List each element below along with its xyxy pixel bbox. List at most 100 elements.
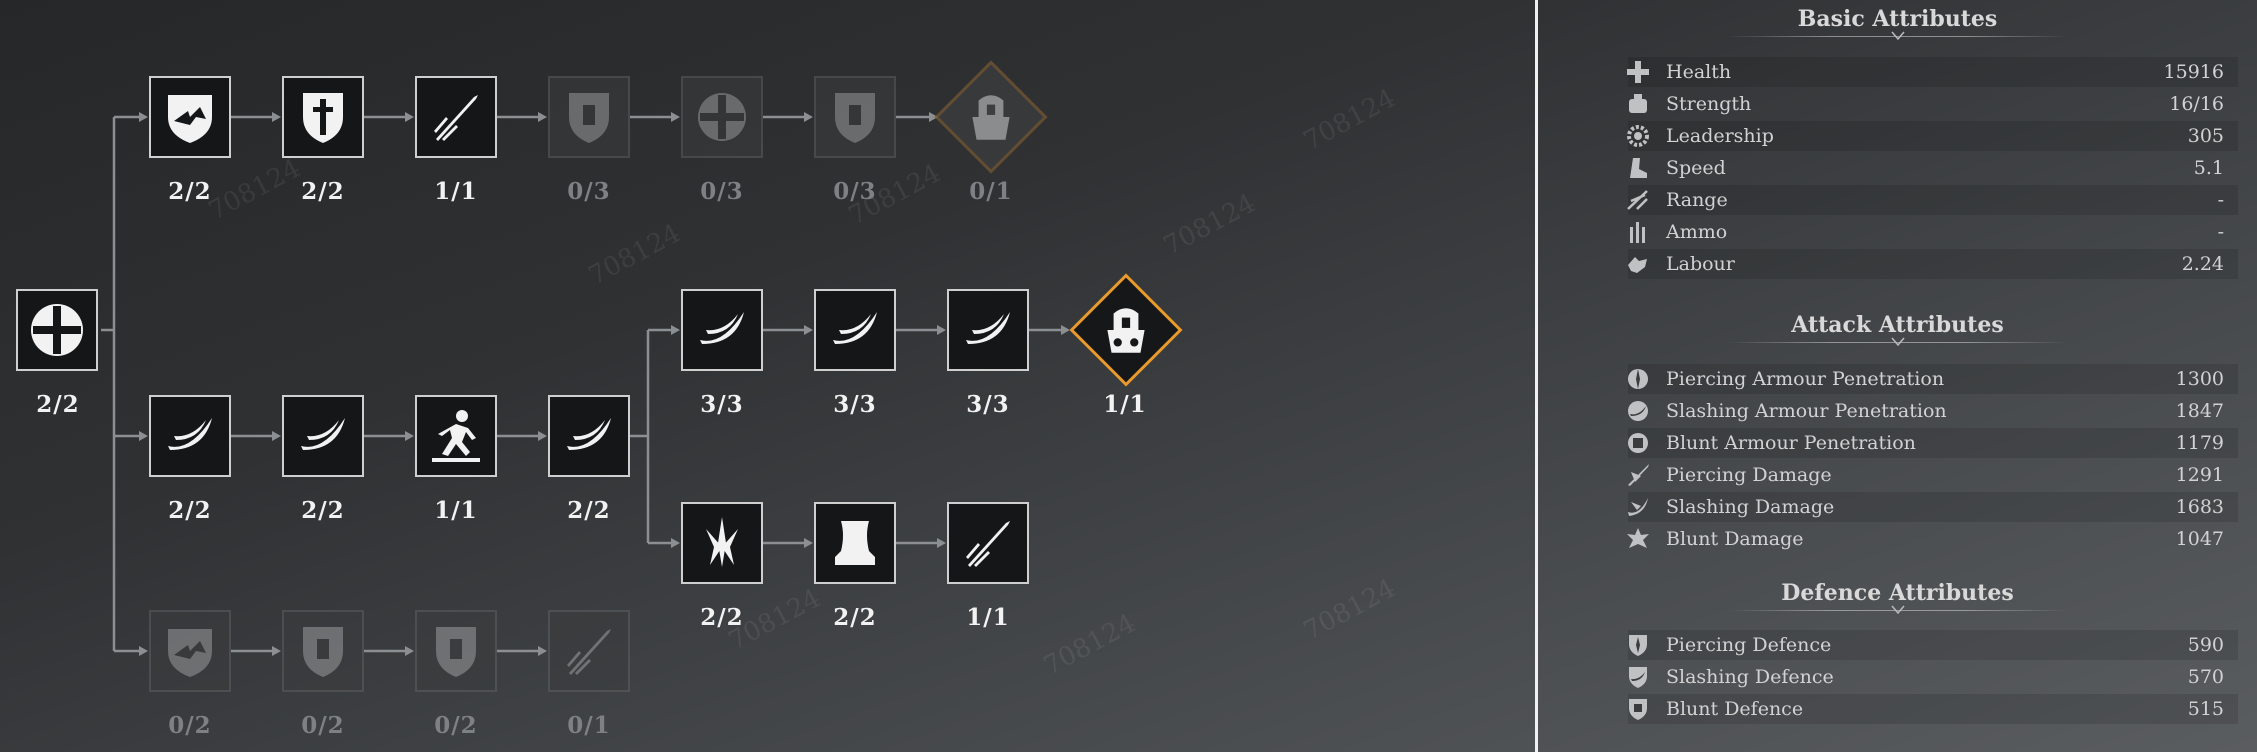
tower-shield-icon [303,627,343,677]
skill-node-mid-1[interactable] [149,395,231,477]
spear-thrust-icon [567,629,611,675]
slash-swoosh-icon [966,312,1010,344]
skill-node-bottom-4[interactable] [548,610,630,692]
cross-shield-icon [31,304,83,356]
skill-level: 0/3 [567,178,611,205]
skill-level: 2/2 [700,604,744,631]
anvil-icon [835,521,875,565]
slashing-penetration-icon [1620,396,1656,426]
attribute-label: Leadership [1666,125,1774,147]
attribute-value: 1179 [2175,432,2224,454]
skill-node-mid-4[interactable] [548,395,630,477]
attribute-row-piercing-penetration: Piercing Armour Penetration 1300 [1628,364,2238,394]
eagle-crest-shield-icon [168,95,212,143]
skill-level: 3/3 [966,391,1010,418]
sword-shield-icon [303,93,343,143]
skill-node-root[interactable] [16,289,98,371]
skill-node-top-2[interactable] [282,76,364,158]
attribute-row-blunt-penetration: Blunt Armour Penetration 1179 [1628,428,2238,458]
skill-node-upper-2[interactable] [814,289,896,371]
slash-swoosh-icon [301,418,345,450]
chevron-down-icon [1891,605,1905,615]
eagle-crest-shield-icon [168,629,212,677]
attributes-panel: Basic Attributes Health 15916 Strength 1… [1538,0,2257,752]
skill-level: 0/3 [833,178,877,205]
attribute-label: Ammo [1666,221,1728,243]
attribute-label: Labour [1666,253,1735,275]
skill-node-bottom-3[interactable] [415,610,497,692]
skill-node-lower-2[interactable] [814,502,896,584]
skill-level: 1/1 [966,604,1010,631]
attribute-row-range: Range - [1627,185,2238,215]
tree-connectors [101,112,1070,656]
slash-swoosh-icon [567,418,611,450]
attribute-row-piercing-defence: Piercing Defence 590 [1628,630,2238,660]
attribute-row-piercing-damage: Piercing Damage 1291 [1628,460,2238,490]
attribute-value: 515 [2187,698,2224,720]
piercing-defence-icon [1620,630,1656,660]
blunt-damage-icon [1620,524,1656,554]
helmet-warrior-icon [949,75,1033,159]
section-divider [1728,610,2068,611]
attribute-value: - [2217,221,2224,243]
attribute-row-slashing-damage: Slashing Damage 1683 [1628,492,2238,522]
attribute-value: 15916 [2163,61,2224,83]
section-divider [1728,342,2068,343]
attribute-row-slashing-defence: Slashing Defence 570 [1628,662,2238,692]
skill-node-top-3[interactable] [415,76,497,158]
skill-level: 0/2 [168,712,212,739]
attribute-label: Piercing Defence [1666,634,1832,656]
helmet-warrior-icon [1084,288,1168,372]
piercing-damage-icon [1620,460,1656,490]
sprint-icon [432,410,480,462]
skill-level: 0/2 [301,712,345,739]
range-arrows-icon [1620,185,1656,215]
attribute-label: Blunt Defence [1666,698,1804,720]
attribute-value: 1847 [2175,400,2224,422]
slash-swoosh-icon [700,312,744,344]
attribute-row-blunt-defence: Blunt Defence 515 [1628,694,2238,724]
tower-shield-icon [569,93,609,143]
skill-node-top-1[interactable] [149,76,231,158]
basic-attributes-title: Basic Attributes [1797,6,1998,32]
defence-attributes-title: Defence Attributes [1781,580,2014,606]
health-cross-icon [1620,57,1656,87]
attribute-value: 5.1 [2193,157,2224,179]
skill-node-bottom-2[interactable] [282,610,364,692]
skill-level: 2/2 [168,497,212,524]
attribute-value: 16/16 [2169,93,2224,115]
leadership-gear-icon [1620,121,1656,151]
skill-node-top-4[interactable] [548,76,630,158]
spear-thrust-icon [434,95,478,141]
attribute-row-labour: Labour 2.24 [1628,249,2238,279]
skill-node-lower-1[interactable] [681,502,763,584]
skill-node-mid-2[interactable] [282,395,364,477]
skill-level: 2/2 [567,497,611,524]
strength-icon [1620,89,1656,119]
attribute-label: Piercing Damage [1666,464,1832,486]
attribute-label: Strength [1666,93,1752,115]
tower-shield-icon [835,93,875,143]
attribute-row-strength: Strength 16/16 [1628,89,2238,119]
attribute-value: 1300 [2175,368,2224,390]
skill-node-lower-3[interactable] [947,502,1029,584]
slash-swoosh-icon [833,312,877,344]
cross-shield-icon [698,93,746,141]
skill-level: 0/3 [700,178,744,205]
attribute-label: Range [1666,189,1728,211]
tower-shield-icon [436,627,476,677]
skill-node-top-6[interactable] [814,76,896,158]
attribute-label: Slashing Defence [1666,666,1834,688]
attribute-value: 305 [2187,125,2224,147]
attribute-label: Slashing Armour Penetration [1666,400,1947,422]
skill-node-upper-1[interactable] [681,289,763,371]
skill-level: 2/2 [36,391,80,418]
skill-node-bottom-1[interactable] [149,610,231,692]
skill-level: 1/1 [1103,391,1147,418]
slashing-damage-icon [1620,492,1656,522]
skill-node-upper-3[interactable] [947,289,1029,371]
skill-node-mid-3[interactable] [415,395,497,477]
skill-level: 1/1 [434,178,478,205]
skill-level: 2/2 [301,178,345,205]
skill-node-top-5[interactable] [681,76,763,158]
